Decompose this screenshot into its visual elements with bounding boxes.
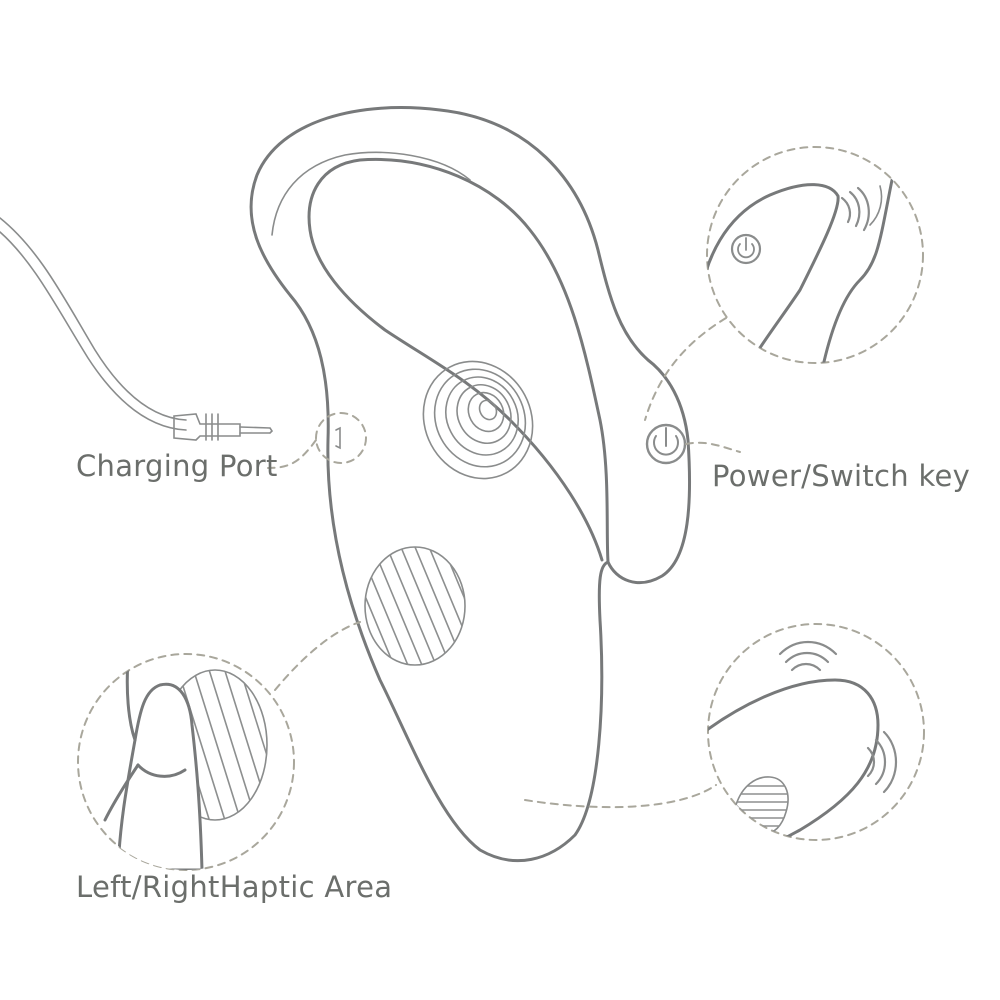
charging-port-label: Charging Port [76,449,278,483]
haptic-area-hatch [364,546,466,666]
haptic-zoom-callout [77,621,361,871]
cable-connector [173,413,241,441]
device-body [249,106,692,863]
haptic-area-label: Left/RightHaptic Area [76,870,393,904]
power-button [645,423,687,465]
charging-port-marker [267,412,367,469]
vibration-zoom-callout [524,623,925,841]
power-key-callout [644,146,924,453]
body-ripple-pattern [422,360,534,480]
charging-cable [0,217,274,441]
power-switch-key-label: Power/Switch key [712,459,971,493]
